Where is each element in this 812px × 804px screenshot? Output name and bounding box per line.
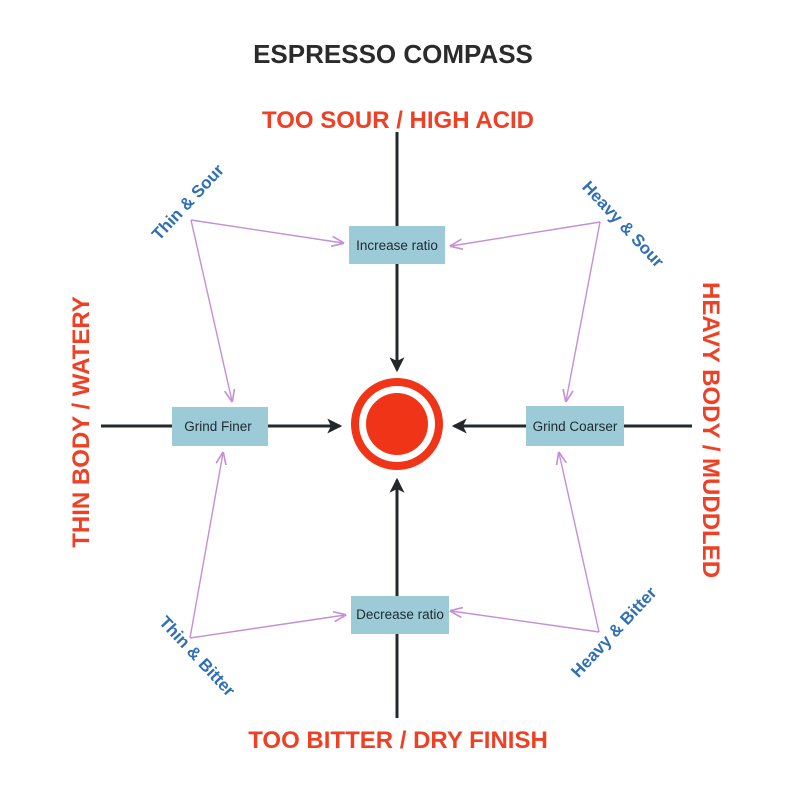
axis-label-bottom: TOO BITTER / DRY FINISH [248, 727, 548, 754]
arrow-heavy-sour-to-increase [451, 221, 601, 246]
diagonal-label-heavy-bitter: Heavy & Bitter [567, 583, 660, 681]
arrow-heavy-sour-to-coarser [566, 221, 601, 401]
axis-label-top: TOO SOUR / HIGH ACID [262, 107, 534, 134]
axis-label-right: HEAVY BODY / MUDDLED [697, 282, 724, 578]
diagonal-label-thin-sour: Thin & Sour [148, 160, 228, 244]
arrow-heavy-bitter-to-decrease [451, 611, 600, 633]
arrow-heavy-bitter-to-coarser [559, 453, 600, 633]
diagonal-label-thin-bitter: Thin & Bitter [155, 612, 239, 700]
box-increase-ratio-label: Increase ratio [356, 238, 438, 253]
target-bullseye-icon [351, 378, 443, 470]
box-grind-coarser: Grind Coarser [526, 406, 624, 446]
box-decrease-ratio: Decrease ratio [351, 596, 449, 634]
arrow-thin-sour-to-increase [190, 219, 343, 243]
box-grind-finer: Grind Finer [172, 407, 268, 446]
diagonal-label-heavy-sour: Heavy & Sour [578, 177, 668, 271]
arrow-thin-bitter-to-finer [189, 453, 223, 639]
box-decrease-ratio-label: Decrease ratio [356, 607, 444, 622]
arrow-thin-sour-to-finer [190, 219, 232, 401]
axis-label-left: THIN BODY / WATERY [68, 296, 95, 548]
diagram-title: ESPRESSO COMPASS [253, 39, 533, 69]
arrow-thin-bitter-to-decrease [189, 615, 345, 639]
box-grind-coarser-label: Grind Coarser [533, 419, 618, 434]
box-grind-finer-label: Grind Finer [184, 419, 252, 434]
box-increase-ratio: Increase ratio [349, 226, 445, 264]
